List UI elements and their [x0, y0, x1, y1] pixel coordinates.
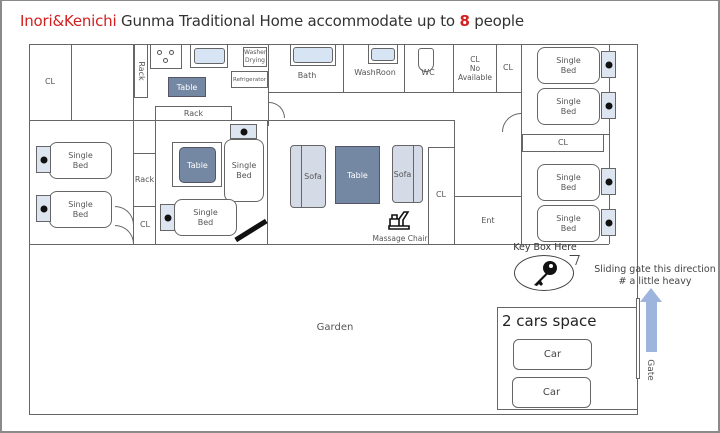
- closet-label: CL: [44, 77, 56, 86]
- title-middle: Gunma Traditional Home accommodate up to: [116, 12, 460, 30]
- rack-label: Rack: [134, 175, 155, 184]
- wall: [428, 147, 429, 244]
- sliding-gate: [636, 298, 640, 379]
- living-table: Table: [335, 146, 380, 204]
- wall: [71, 44, 72, 120]
- wall: [455, 196, 522, 197]
- key-icon: [530, 259, 560, 287]
- bath-label: Bath: [297, 71, 317, 80]
- washer-dryer: Washer Drying: [243, 47, 267, 67]
- capacity-number: 8: [459, 12, 470, 30]
- washroom-label: WashRoon: [354, 68, 396, 77]
- bed-right-top-1: Single Bed: [537, 47, 600, 84]
- wall: [29, 120, 269, 121]
- pillow: [36, 195, 51, 222]
- bed-center-vertical: Single Bed: [224, 139, 264, 202]
- wall: [428, 147, 454, 148]
- closet-right: CL: [522, 134, 604, 152]
- wall: [496, 44, 497, 92]
- massage-chair-icon: [387, 211, 411, 231]
- wall: [133, 44, 134, 120]
- kitchen-sink: [190, 44, 228, 68]
- pillow: [160, 204, 175, 231]
- bed-right-bottom-1: Single Bed: [537, 164, 600, 201]
- page-title: Inori&Kenichi Gunma Traditional Home acc…: [20, 12, 524, 30]
- sink-basin: [194, 48, 225, 64]
- wall: [521, 44, 522, 244]
- wall: [454, 120, 455, 244]
- wall: [609, 44, 610, 244]
- wall: [133, 120, 134, 244]
- wall: [453, 44, 454, 92]
- wall: [134, 206, 155, 207]
- title-suffix: people: [469, 12, 524, 30]
- parking-title: 2 cars space: [502, 312, 597, 330]
- gate-note-line1: Sliding gate this direction: [594, 264, 716, 275]
- closet-label: CL: [502, 63, 514, 72]
- washer-label: Washer Drying: [244, 49, 267, 64]
- wall: [404, 44, 405, 92]
- bed-left-2: Single Bed: [49, 191, 112, 228]
- rack-label: Rack: [137, 61, 146, 81]
- toilet: [418, 48, 434, 72]
- closet-unavailable-label: CL No Available: [458, 55, 492, 82]
- key-box-bubble: [514, 255, 574, 291]
- refrigerator-label: Refrigerator: [233, 77, 266, 83]
- garden-label: Garden: [316, 322, 354, 333]
- bed-right-top-2: Single Bed: [537, 88, 600, 125]
- bathtub-basin: [293, 47, 333, 63]
- pillow: [601, 51, 616, 78]
- kitchen-table: Table: [168, 77, 206, 97]
- pillow: [601, 92, 616, 119]
- parking-spot-2: Car: [512, 377, 591, 408]
- massage-chair-label: Massage Chair: [372, 234, 428, 243]
- closet-label: CL: [139, 220, 151, 229]
- bedroom-table: Table: [179, 147, 216, 183]
- gate-note-line2: # a little heavy: [618, 276, 692, 287]
- parking-spot-1: Car: [513, 339, 592, 370]
- rack-horizontal: Rack: [155, 106, 232, 121]
- bed-right-bottom-2: Single Bed: [537, 205, 600, 242]
- rack-vertical: [134, 44, 148, 98]
- wall: [267, 120, 268, 244]
- stove: [150, 44, 182, 69]
- bathtub: [290, 44, 336, 66]
- wc-label: WC: [421, 68, 435, 77]
- pillow: [230, 124, 257, 139]
- refrigerator: Refrigerator: [231, 71, 268, 88]
- gate-label: Gate: [645, 359, 655, 381]
- pillow: [36, 146, 51, 173]
- wall: [343, 44, 344, 92]
- sofa-left: Sofa: [290, 145, 326, 208]
- bed-left-1: Single Bed: [49, 142, 112, 179]
- bed-center-horizontal: Single Bed: [174, 199, 237, 236]
- wall: [155, 120, 156, 244]
- pillow: [601, 209, 616, 236]
- entrance-label: Ent: [481, 216, 495, 225]
- arrow-shaft: [646, 302, 657, 352]
- washroom-sink: [368, 44, 398, 64]
- wall: [134, 153, 155, 154]
- owner-names: Inori&Kenichi: [20, 12, 117, 30]
- key-box-label: Key Box Here: [513, 242, 577, 253]
- garden-top-wall: [29, 244, 609, 245]
- wall: [269, 120, 454, 121]
- closet-label: CL: [435, 190, 447, 199]
- wall: [268, 44, 269, 126]
- closet-label: CL: [557, 138, 569, 147]
- arrow-up-icon: [640, 288, 662, 302]
- pillow: [601, 168, 616, 195]
- rack-label: Rack: [183, 109, 204, 118]
- wall: [269, 92, 522, 93]
- washroom-basin: [371, 48, 395, 61]
- sofa-right: Sofa: [392, 145, 423, 203]
